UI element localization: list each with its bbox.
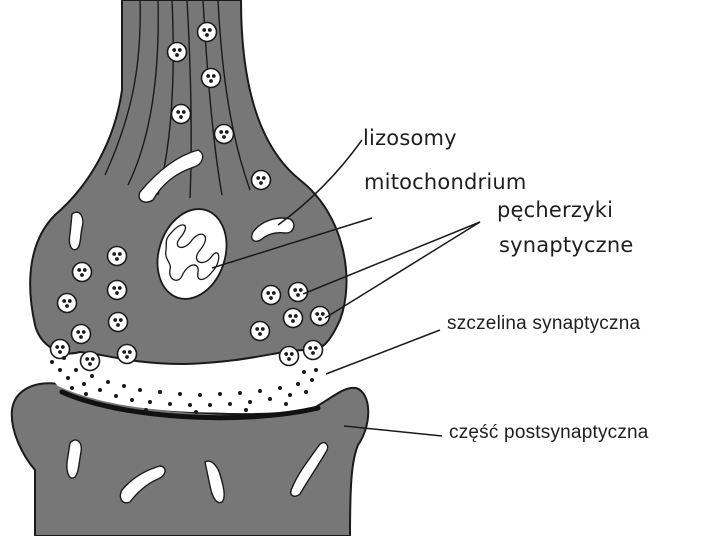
label-czesc-postsynaptyczna: część postsynaptyczna	[449, 422, 649, 444]
label-lizosomy: lizosomy	[363, 126, 457, 150]
presynaptic-terminal	[30, 0, 346, 364]
label-pecherzyki-line2: synaptyczne	[499, 233, 634, 257]
leader-pecherzyki-b	[325, 222, 480, 318]
label-mitochondrium: mitochondrium	[364, 170, 527, 194]
label-pecherzyki-line1: pęcherzyki	[497, 198, 613, 222]
leader-szczelina	[326, 330, 440, 374]
label-szczelina-synaptyczna: szczelina synaptyczna	[447, 313, 640, 335]
